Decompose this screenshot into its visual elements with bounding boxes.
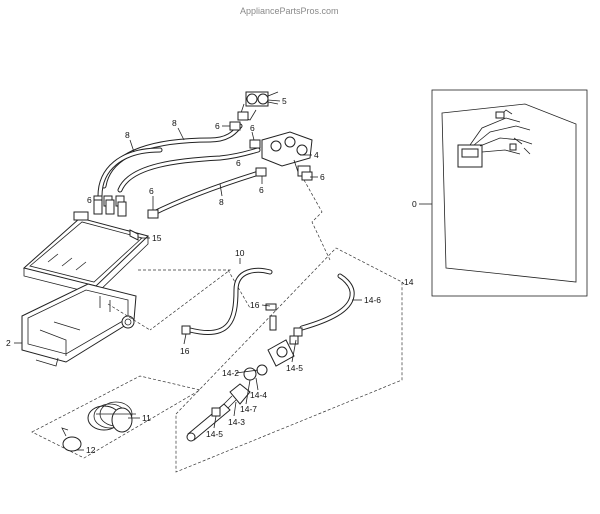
- callout-6: 6: [215, 121, 220, 131]
- callout-0: 0: [412, 199, 417, 209]
- callout-6: 6: [250, 123, 255, 133]
- cap-14-2[interactable]: [256, 364, 268, 376]
- callout-8: 8: [219, 197, 224, 207]
- callout-labels: 5 8 8 8 6 6 6 6 6 6 6 4 15 10 14 14-6 16…: [6, 96, 417, 455]
- callout-14-5: 14-5: [286, 363, 303, 373]
- coil-hose-11[interactable]: [87, 401, 136, 433]
- callout-12: 12: [86, 445, 96, 455]
- watermark-text: AppliancePartsPros.com: [240, 6, 339, 16]
- clamp-12[interactable]: [61, 427, 82, 452]
- drain-hose-group-14: [175, 247, 405, 473]
- clip-14-5-upper[interactable]: [293, 327, 303, 337]
- callout-8: 8: [172, 118, 177, 128]
- water-valve-5[interactable]: [237, 91, 279, 121]
- callout-16: 16: [250, 300, 260, 310]
- callout-14: 14: [404, 277, 414, 287]
- callout-15: 15: [152, 233, 162, 243]
- callout-6: 6: [236, 158, 241, 168]
- harness-part-0[interactable]: [457, 109, 533, 168]
- callout-16: 16: [180, 346, 190, 356]
- dispenser-box-2[interactable]: [21, 283, 137, 367]
- dispenser-housing-15[interactable]: [22, 199, 149, 295]
- inset-assembly-box: [419, 89, 588, 297]
- water-valve-4[interactable]: [261, 131, 313, 177]
- pump-fitting-14-4[interactable]: [267, 315, 299, 367]
- hose-14-6[interactable]: [299, 273, 355, 331]
- callout-14-5: 14-5: [206, 429, 223, 439]
- callout-2: 2: [6, 338, 11, 348]
- callout-11: 11: [142, 413, 151, 423]
- callout-6: 6: [149, 186, 154, 196]
- leader-lines: [14, 99, 362, 451]
- callout-6: 6: [259, 185, 264, 195]
- callout-14-7: 14-7: [240, 404, 257, 414]
- callout-14-3: 14-3: [228, 417, 245, 427]
- callout-6: 6: [320, 172, 325, 182]
- callout-5: 5: [282, 96, 287, 106]
- callout-6: 6: [87, 195, 92, 205]
- callout-14-2: 14-2: [222, 368, 239, 378]
- callout-10: 10: [235, 248, 245, 258]
- callout-14-6: 14-6: [364, 295, 381, 305]
- callout-14-4: 14-4: [250, 390, 267, 400]
- inlet-hoses-8[interactable]: [97, 123, 265, 217]
- clamp-16-upper[interactable]: [265, 303, 277, 311]
- callout-8: 8: [125, 130, 130, 140]
- clip-14-5-lower[interactable]: [211, 407, 221, 417]
- ring-14-7[interactable]: [243, 367, 257, 381]
- callout-4: 4: [314, 150, 319, 160]
